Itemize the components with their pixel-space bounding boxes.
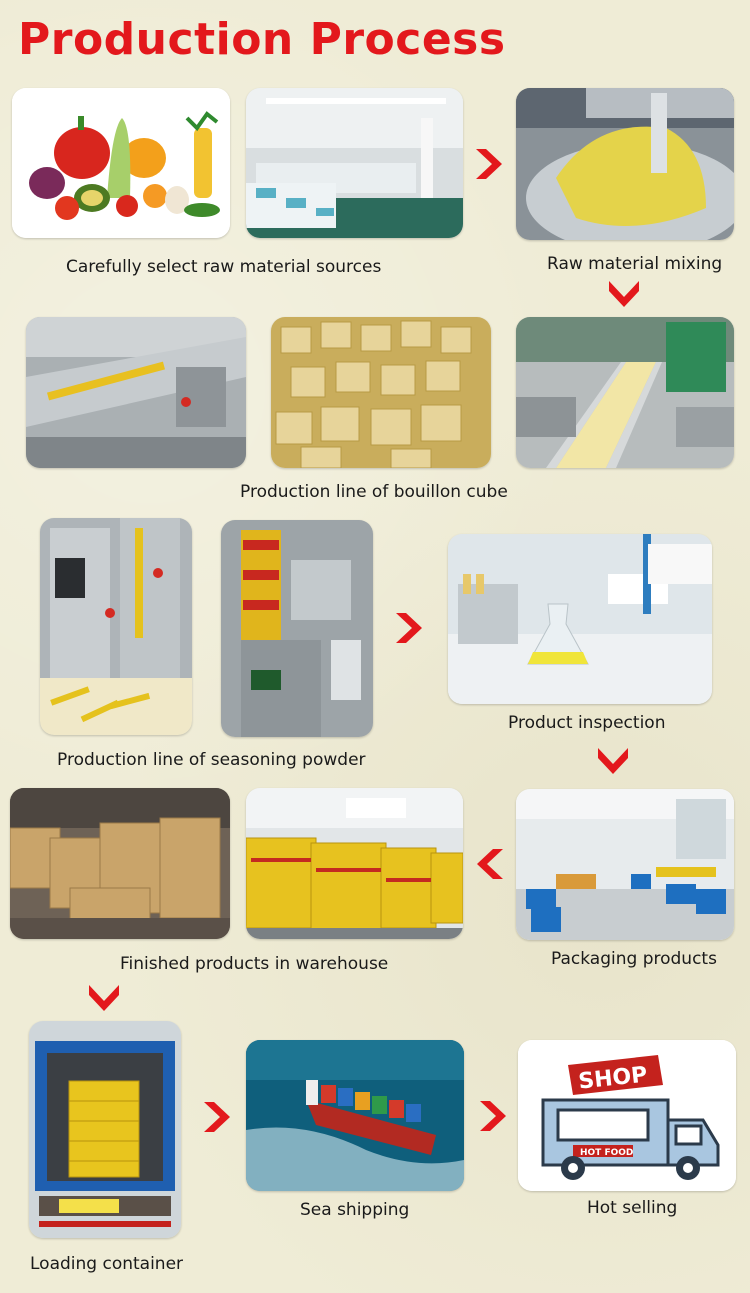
step-caption: Product inspection (508, 713, 666, 733)
vegetables-photo (12, 88, 230, 238)
mixing-photo (516, 88, 734, 240)
conveyor-photo (516, 317, 734, 468)
step-caption: Raw material mixing (547, 254, 723, 274)
warehouse-photo (246, 88, 463, 238)
arrow-down-icon (596, 746, 630, 776)
container-photo (29, 1021, 181, 1238)
truck-label-text: HOT FOOD (580, 1148, 633, 1158)
arrow-right-icon (474, 147, 504, 181)
step-caption: Packaging products (551, 949, 717, 969)
packaging-photo (516, 789, 734, 940)
powder-machine-photo-1 (40, 518, 192, 735)
step-caption: Carefully select raw material sources (66, 257, 382, 277)
step-caption: Loading container (30, 1254, 184, 1274)
inspection-photo (448, 534, 712, 704)
arrow-down-icon (87, 983, 121, 1013)
step-caption: Hot selling (587, 1198, 678, 1218)
arrow-down-icon (607, 279, 641, 309)
powder-machine-photo-2 (221, 520, 373, 737)
boxes-warehouse-photo (246, 788, 463, 939)
bags-warehouse-photo (10, 788, 230, 939)
arrow-right-icon (478, 1099, 508, 1133)
arrow-left-icon (475, 847, 505, 881)
arrow-right-icon (202, 1100, 232, 1134)
ship-photo (246, 1040, 464, 1191)
step-caption: Production line of bouillon cube (240, 482, 508, 502)
step-caption: Production line of seasoning powder (57, 750, 366, 770)
step-caption: Sea shipping (300, 1200, 410, 1220)
bouillon-cubes-photo (271, 317, 491, 468)
food-truck-illustration: SHOP HOT FOOD (518, 1040, 736, 1191)
arrow-right-icon (394, 611, 424, 645)
page-title: Production Process (18, 14, 506, 65)
step-caption: Finished products in warehouse (120, 954, 389, 974)
bouillon-machine-photo (26, 317, 246, 468)
